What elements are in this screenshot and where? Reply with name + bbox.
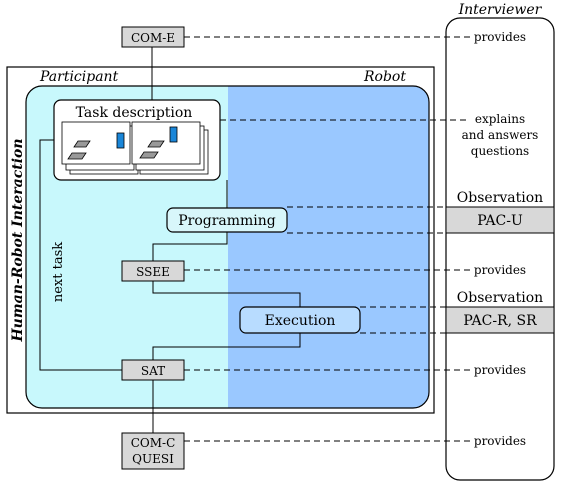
blue-block-icon	[116, 132, 125, 149]
provides-label-sat: provides	[474, 363, 526, 377]
programming-box	[166, 207, 288, 233]
interviewer-column	[445, 17, 555, 481]
observation-label-2: Observation	[457, 290, 543, 306]
pac-u-label: PAC-U	[477, 213, 523, 229]
com-c-quesi-box	[121, 432, 185, 470]
hri-label: Human-Robot Interaction	[10, 138, 26, 342]
pac-u-box	[445, 206, 555, 234]
task-cards-illustration	[61, 121, 209, 175]
participant-label: Participant	[39, 69, 119, 85]
pac-r-sr-box	[445, 306, 555, 334]
programming-label: Programming	[178, 213, 276, 229]
provides-label-ssee: provides	[474, 263, 526, 277]
explains-label-line3: questions	[471, 144, 529, 158]
ssee-box	[121, 260, 185, 282]
quesi-label: QUESI	[132, 452, 174, 466]
explains-label-line1: explains	[475, 112, 525, 126]
tile-icon	[139, 151, 159, 159]
provides-label-com-c: provides	[474, 434, 526, 448]
tile-icon	[73, 140, 91, 148]
interviewer-label: Interviewer	[458, 2, 543, 18]
robot-region	[228, 86, 429, 408]
region-outline	[25, 85, 430, 409]
observation-label-1: Observation	[457, 190, 543, 206]
next-task-label: next task	[51, 242, 66, 302]
com-e-label: COM-E	[131, 31, 175, 45]
flow-lines	[39, 47, 301, 433]
dashed-connectors	[184, 36, 470, 442]
ssee-label: SSEE	[136, 265, 170, 279]
task-description-label: Task description	[76, 105, 193, 121]
explains-label-line2: and answers	[462, 128, 539, 142]
hri-frame	[6, 66, 435, 414]
tile-icon	[147, 140, 165, 148]
provides-label-com-e: provides	[474, 30, 526, 44]
pac-r-sr-label: PAC-R, SR	[463, 313, 537, 329]
sat-label: SAT	[141, 364, 165, 378]
execution-label: Execution	[265, 313, 336, 329]
robot-label: Robot	[363, 69, 406, 85]
com-c-label: COM-C	[131, 436, 176, 450]
tile-icon	[67, 152, 87, 160]
blue-block-icon	[169, 126, 178, 143]
